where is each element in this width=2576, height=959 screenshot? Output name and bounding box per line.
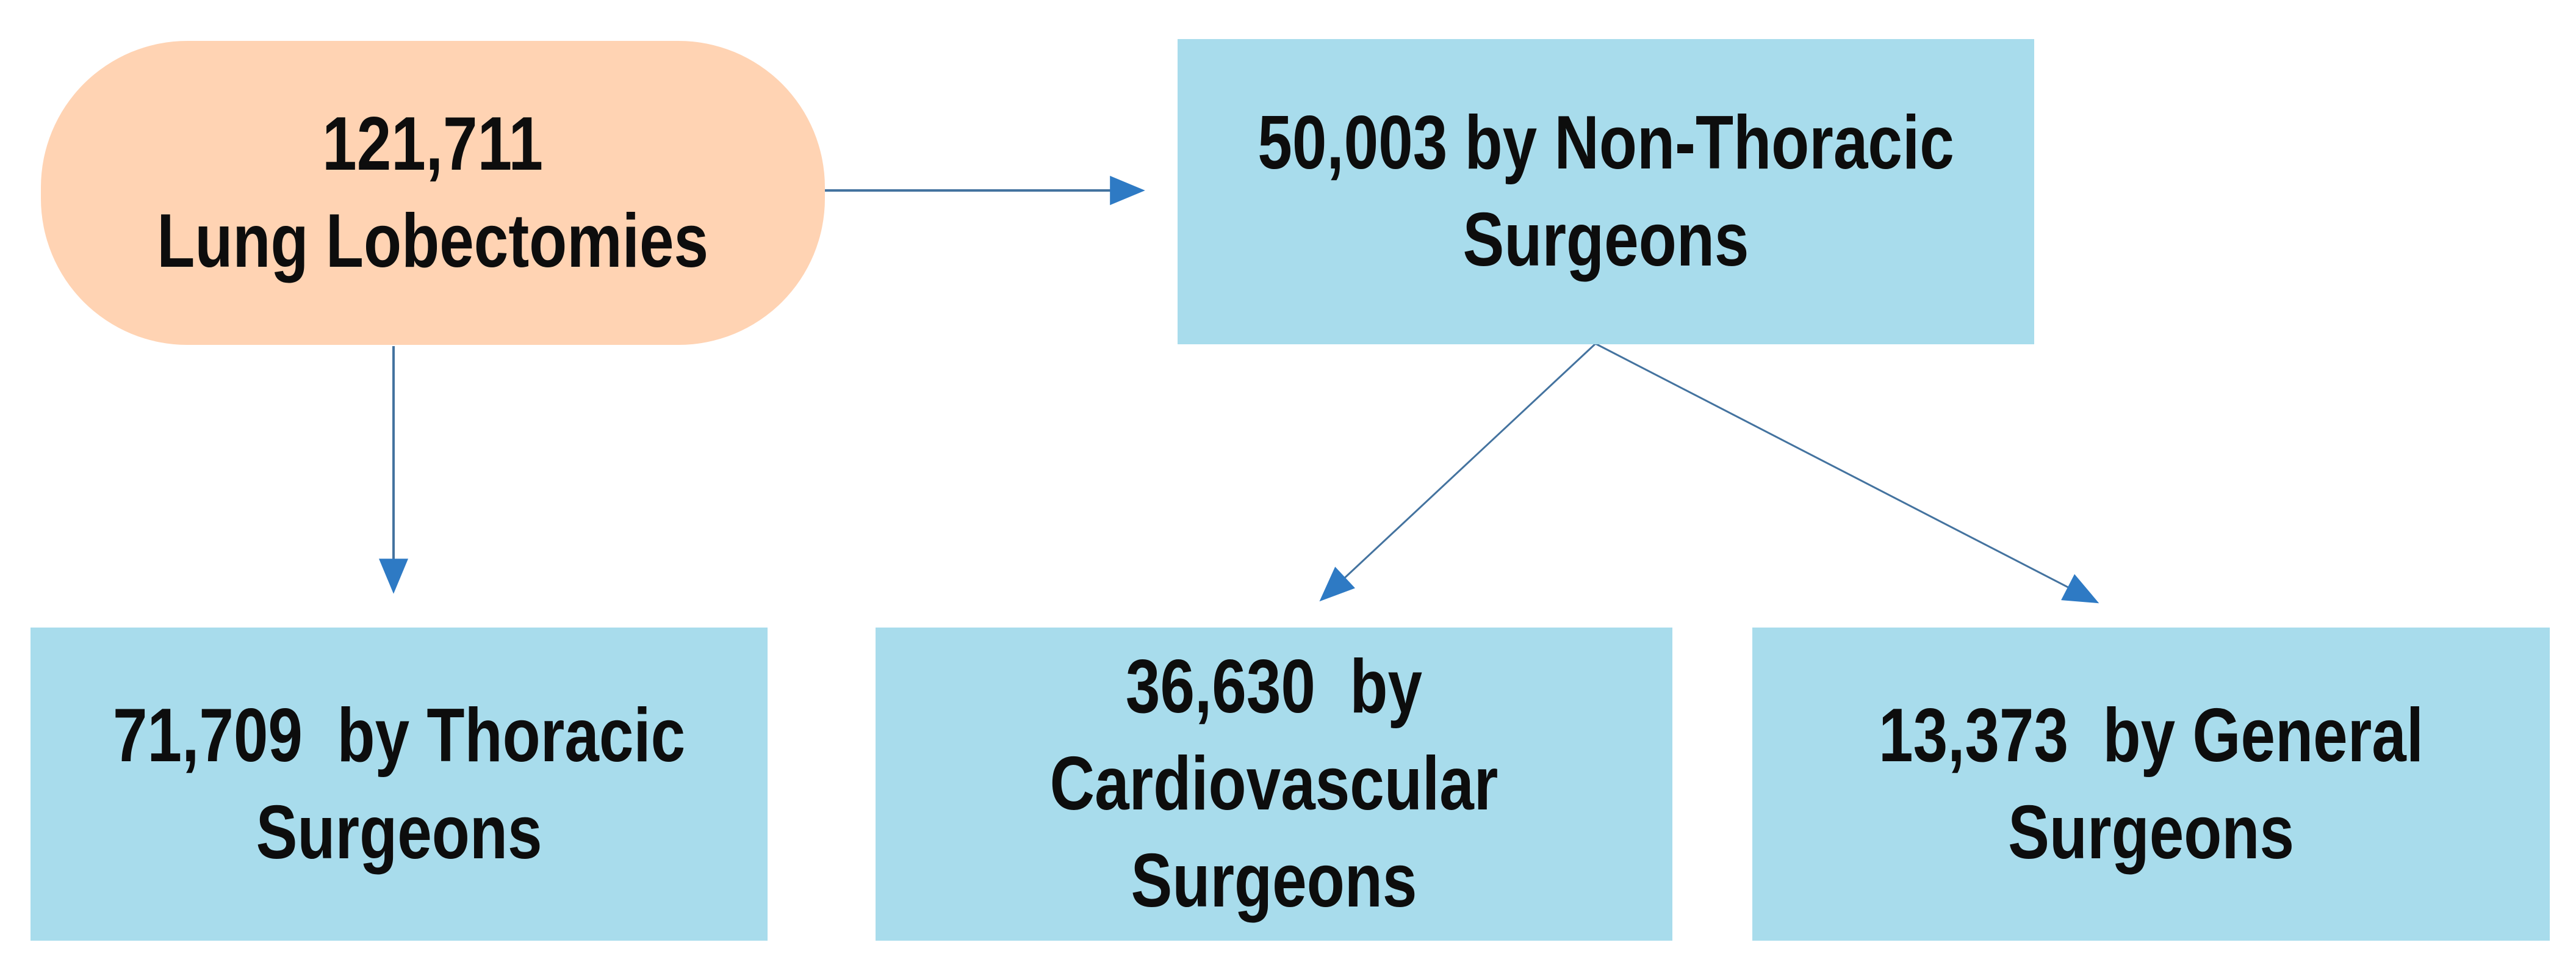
arrow-non-thoracic-to-cardiovascular — [1319, 342, 1597, 602]
node-thoracic-surgeons: 71,709 by Thoracic Surgeons — [31, 628, 768, 941]
node-total-lobectomies: 121,711 Lung Lobectomies — [41, 41, 825, 345]
node-total-label: 121,711 Lung Lobectomies — [157, 102, 709, 283]
node-non-thoracic-label: 50,003 by Non-Thoracic Surgeons — [1257, 101, 1954, 282]
node-cardiovascular-surgeons: 36,630 by Cardiovascular Surgeons — [876, 628, 1672, 941]
node-thoracic-label: 71,709 by Thoracic Surgeons — [112, 693, 686, 875]
node-general-surgeons: 13,373 by General Surgeons — [1752, 628, 2550, 941]
node-non-thoracic-surgeons: 50,003 by Non-Thoracic Surgeons — [1178, 39, 2034, 344]
node-cardiovascular-label: 36,630 by Cardiovascular Surgeons — [1049, 645, 1498, 923]
node-general-label: 13,373 by General Surgeons — [1878, 693, 2424, 875]
arrow-non-thoracic-to-general — [1595, 342, 2099, 604]
